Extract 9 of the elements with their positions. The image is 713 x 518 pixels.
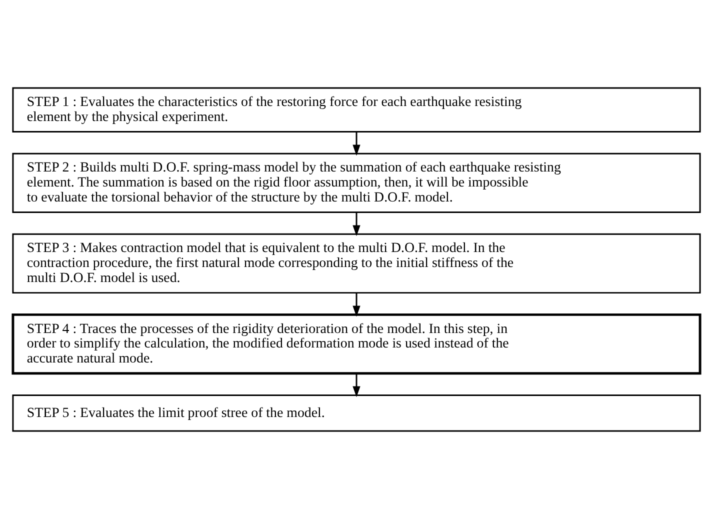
node-box: STEP 2 : Builds multi D.O.F. spring-mass model by the summation of each earthquake resisting element. The summation is based on the rigid floor assumption, then, it will be impossible to evaluate the torsional behavior of the structure by the multi D.O.F. model. [12, 152, 701, 213]
arrow [352, 372, 360, 397]
node-box: STEP 4 : Traces the processes of the rigidity deterioration of the model. In this step, in order to simplify the calculation, the modified deformation mode is used instead of the accurate natural mode. [12, 312, 702, 374]
arrow [352, 292, 360, 316]
node-box: STEP 5 : Evaluates the limit proof stree of the model. [12, 394, 701, 432]
arrow [352, 131, 360, 156]
node-box: STEP 1 : Evaluates the characteristics of the restoring force for each earthquake resisting element by the physical experiment. [12, 86, 701, 132]
arrow [352, 212, 360, 236]
node-box: STEP 3 : Makes contraction model that is equivalent to the multi D.O.F. model. In the contraction procedure, the first natural mode corresponding to the initial stiffness of the multi D.O.F. model is used. [12, 232, 701, 294]
